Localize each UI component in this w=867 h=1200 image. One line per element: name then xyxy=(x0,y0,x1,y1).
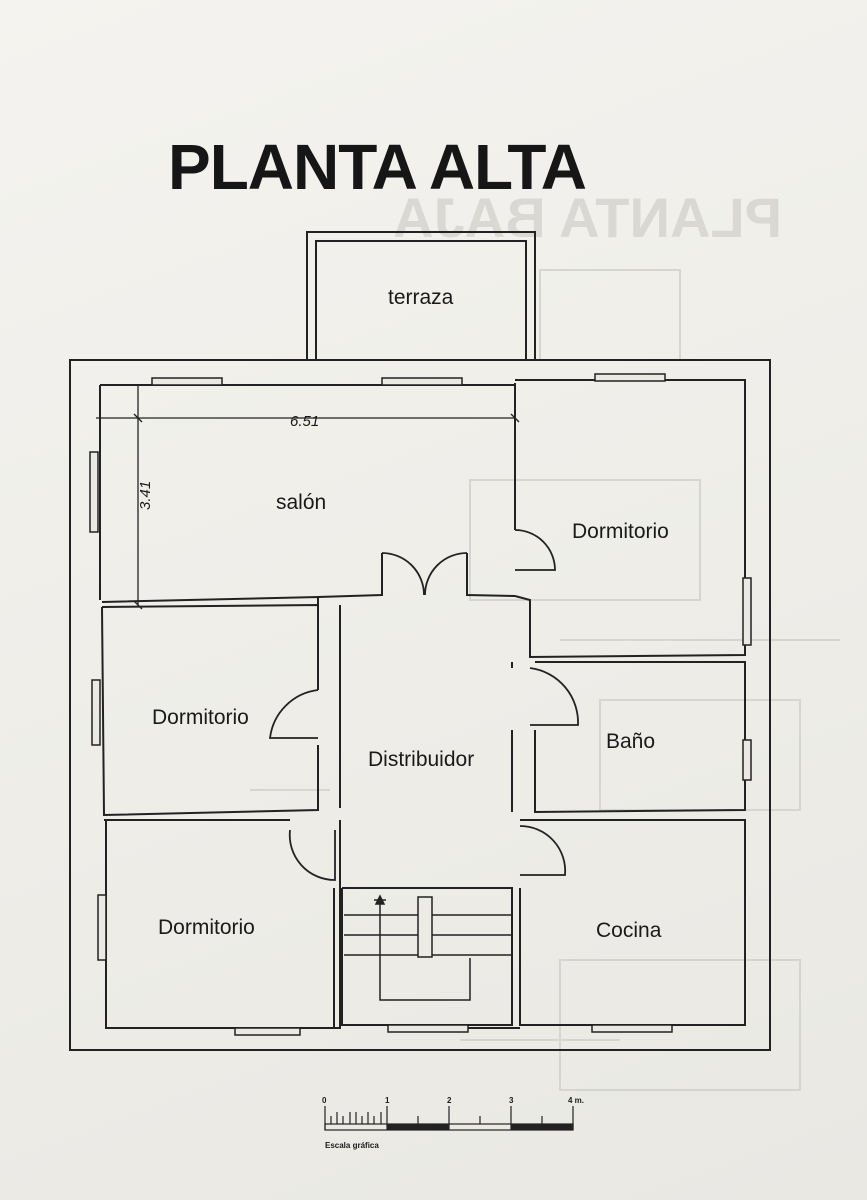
room-label-salon: salón xyxy=(276,491,326,514)
salon-width-dimension: 6.51 xyxy=(290,413,319,430)
scale-tick-1: 1 xyxy=(385,1096,390,1105)
room-label-dormitorio-ne: Dormitorio xyxy=(572,520,669,543)
room-label-dormitorio-w: Dormitorio xyxy=(152,706,249,729)
scale-tick-4: 4 m. xyxy=(568,1096,584,1105)
room-label-cocina: Cocina xyxy=(596,919,662,942)
door-swings xyxy=(268,529,579,881)
room-label-terraza: terraza xyxy=(388,286,454,309)
dimension-lines xyxy=(96,385,520,610)
outer-walls xyxy=(69,359,771,1051)
interior-walls xyxy=(100,379,746,1029)
scale-tick-3: 3 xyxy=(509,1096,514,1105)
bleed-through-lines xyxy=(250,269,840,1091)
plan-title: PLANTA ALTA xyxy=(168,131,587,203)
scale-tick-2: 2 xyxy=(447,1096,452,1105)
staircase xyxy=(344,894,512,1001)
windows xyxy=(89,373,752,1036)
room-label-distribuidor: Distribuidor xyxy=(368,748,474,771)
terraza-area xyxy=(306,231,536,360)
room-label-dormitorio-sw: Dormitorio xyxy=(158,916,255,939)
graphic-scale: 0 1 2 3 4 m. Escala gráfica xyxy=(322,1096,584,1150)
room-label-bano: Baño xyxy=(606,730,655,753)
scale-tick-0: 0 xyxy=(322,1096,327,1105)
scale-caption: Escala gráfica xyxy=(325,1141,379,1150)
salon-depth-dimension: 3.41 xyxy=(137,481,154,510)
